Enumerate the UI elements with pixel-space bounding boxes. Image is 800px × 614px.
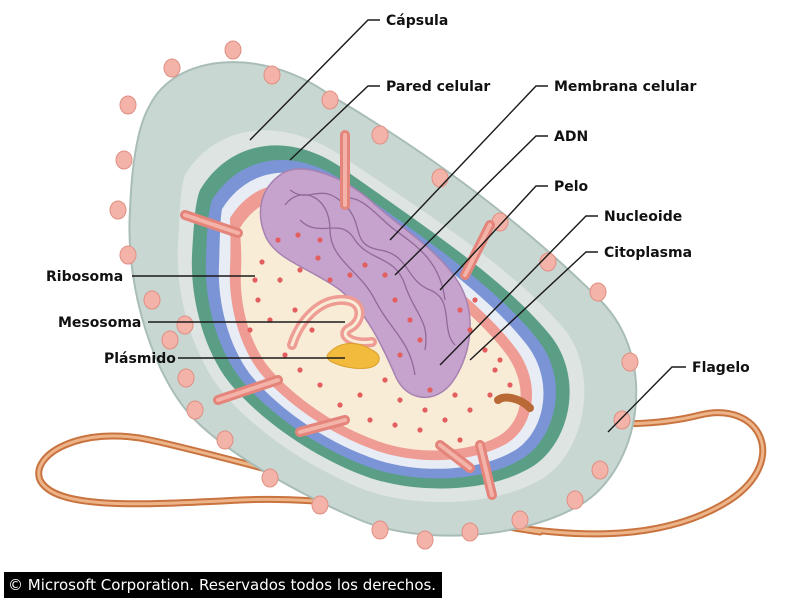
ribosome-dot [297, 267, 303, 273]
ribosome-dot [327, 277, 333, 283]
ribosome-dot [247, 327, 253, 333]
pilus [216, 430, 234, 450]
ribosome-dot [417, 337, 423, 343]
pilus [613, 410, 631, 430]
pilus [311, 495, 329, 515]
ribosome-dot [497, 357, 503, 363]
pilus [143, 290, 161, 310]
ribosome-dot [397, 352, 403, 358]
ribosome-dot [417, 427, 423, 433]
ribosome-dot [422, 407, 428, 413]
ribosome-dot [472, 297, 478, 303]
ribosome-dot [252, 277, 258, 283]
ribosome-dot [317, 382, 323, 388]
pilus [321, 90, 339, 110]
ribosome-dot [507, 382, 513, 388]
ribosome-dot [407, 317, 413, 323]
ribosome-dot [467, 407, 473, 413]
ribosome-dot [317, 237, 323, 243]
plasmid [326, 343, 380, 369]
ribosome-dot [392, 422, 398, 428]
ribosome-dot [487, 392, 493, 398]
ribosome-dot [457, 307, 463, 313]
ribosome-dot [392, 297, 398, 303]
ribosome-dot [315, 255, 321, 261]
ribosome-dot [309, 327, 315, 333]
pilus [177, 368, 195, 388]
pilus [461, 522, 479, 542]
pilus [186, 400, 204, 420]
ribosome-dot [362, 262, 368, 268]
label-nucleoide: Nucleoide [604, 209, 682, 225]
ribosome-dot [382, 377, 388, 383]
pilus [263, 65, 281, 85]
ribosome-dot [292, 307, 298, 313]
pilus [224, 40, 242, 60]
leader-lines [132, 19, 686, 433]
pilus [176, 315, 194, 335]
pilus [621, 352, 639, 372]
wall-projections [180, 130, 497, 500]
ribosome-dot [282, 352, 288, 358]
pili [109, 40, 639, 550]
label-mesosoma: Mesosoma [58, 315, 141, 331]
label-plasmido: Plásmido [104, 351, 176, 367]
ribosome-dot [467, 327, 473, 333]
label-adn: ADN [554, 129, 588, 145]
pilus [371, 125, 389, 145]
ribosome-dot [357, 392, 363, 398]
labels: Cápsula Pared celular Membrana celular A… [46, 13, 750, 376]
pilus [119, 245, 137, 265]
ribosomes [247, 232, 513, 443]
pilus [589, 282, 607, 302]
ribosome-dot [397, 397, 403, 403]
pilus [566, 490, 584, 510]
pilus [161, 330, 179, 350]
ribosome-dot [277, 277, 283, 283]
label-pared-celular: Pared celular [386, 79, 490, 95]
ribosome-dot [457, 437, 463, 443]
ribosome-dot [255, 297, 261, 303]
pilus [115, 150, 133, 170]
label-citoplasma: Citoplasma [604, 245, 692, 261]
label-membrana-celular: Membrana celular [554, 79, 696, 95]
pilus [371, 520, 389, 540]
ribosome-dot [442, 417, 448, 423]
pilus [109, 200, 127, 220]
ribosome-dot [367, 417, 373, 423]
copyright-notice: © Microsoft Corporation. Reservados todo… [4, 572, 443, 598]
pilus [511, 510, 529, 530]
ribosome-dot [275, 237, 281, 243]
label-capsula: Cápsula [386, 13, 448, 29]
ribosome-dot [382, 272, 388, 278]
ribosome-dot [295, 232, 301, 238]
pilus [416, 530, 434, 550]
pilus [431, 168, 449, 188]
ribosome-dot [297, 367, 303, 373]
ribosome-dot [427, 387, 433, 393]
label-flagelo: Flagelo [692, 360, 750, 376]
ribosome-dot [482, 347, 488, 353]
ribosome-dot [492, 367, 498, 373]
pilus [119, 95, 137, 115]
label-ribosoma: Ribosoma [46, 269, 123, 285]
ribosome-dot [347, 272, 353, 278]
label-pelo: Pelo [554, 179, 589, 195]
flagellum-base [494, 393, 534, 412]
pilus [491, 212, 509, 232]
ribosome-dot [452, 392, 458, 398]
pilus [591, 460, 609, 480]
pilus [261, 468, 279, 488]
pilus [163, 58, 181, 78]
ribosome-dot [259, 259, 265, 265]
ribosome-dot [337, 402, 343, 408]
mesosome [287, 294, 377, 350]
